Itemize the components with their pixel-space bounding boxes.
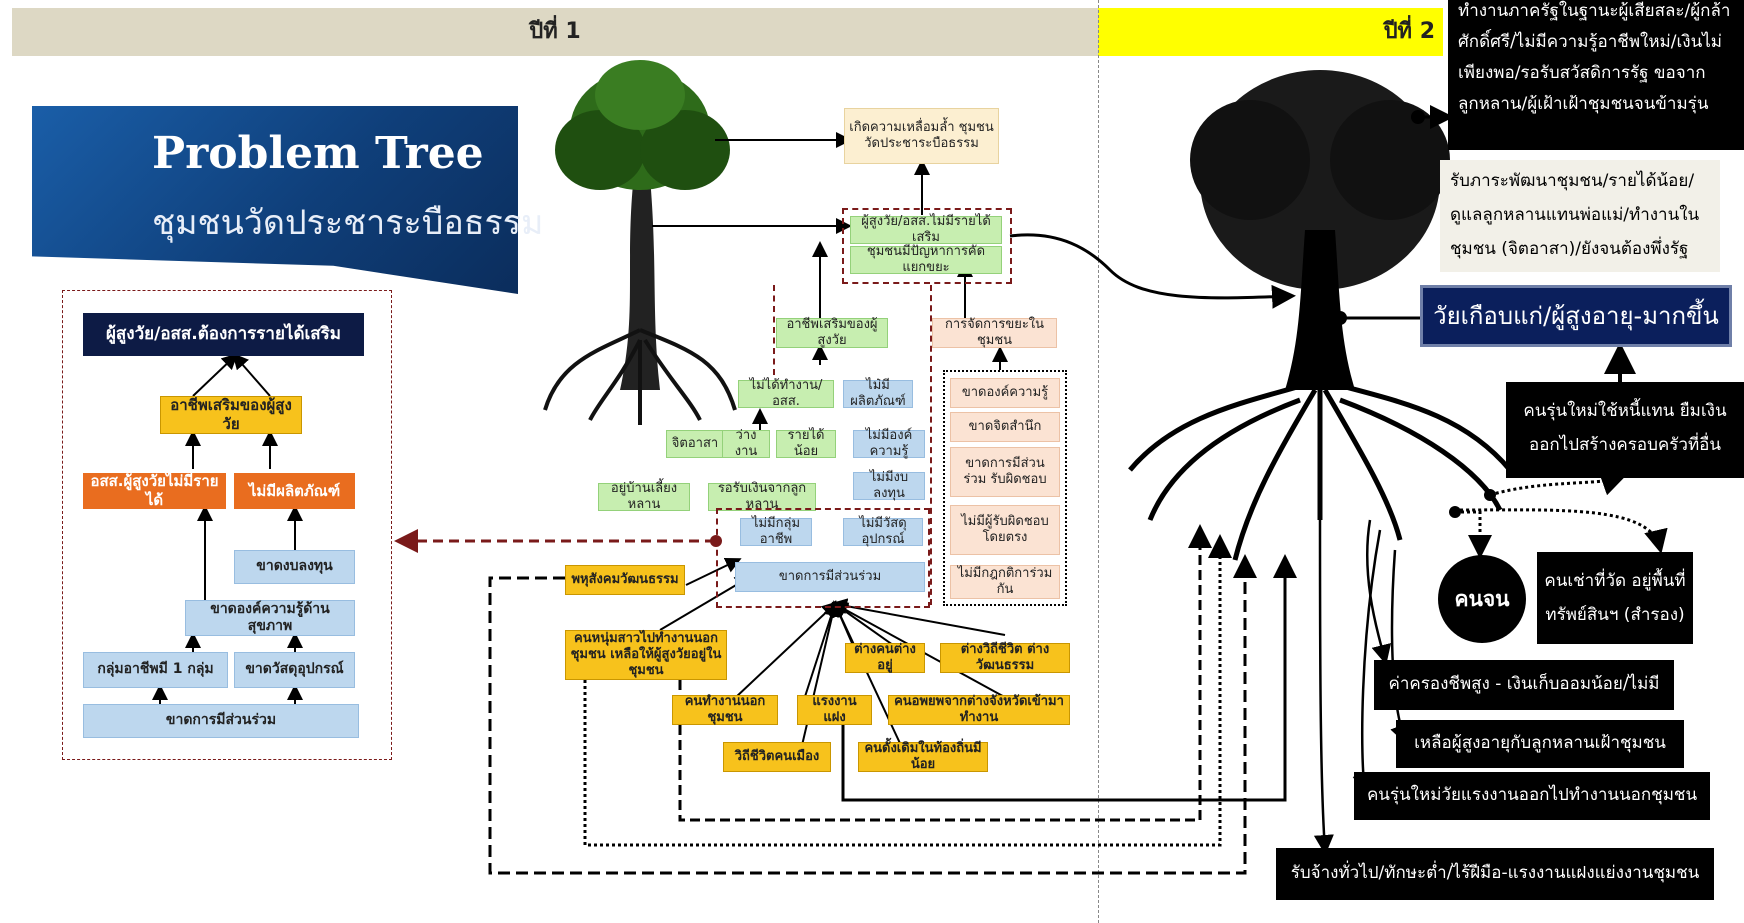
pride-line-4: ลูกหลาน/ผู้เฝ้าเฝ้าชุมชนจนข้ามรุ่น — [1458, 94, 1709, 114]
pride-issues-box: ทำงานภาครัฐในฐานะผู้เสียสละ/ผู้กล้า ศักด… — [1448, 0, 1744, 150]
year-divider — [1098, 0, 1099, 923]
no-rules-box: ไม่มีกฎกติการ่วมกัน — [950, 565, 1060, 599]
inequality-box: เกิดความเหลื่อมล้ำ ชุมชนวัดประชาระบือธรร… — [844, 108, 999, 164]
outsiders-box: ต่างคนต่างอยู่ — [845, 642, 925, 673]
aging-box: วัยเกือบแก่/ผู้สูงอายุ-มากขึ้น — [1420, 285, 1732, 347]
labor-compete-box: แรงงานแฝง — [797, 694, 872, 725]
cause-frame — [716, 508, 930, 608]
renters-line-2: ทรัพย์สินฯ (สำรอง) — [1545, 605, 1685, 625]
no-income-box: อสส.ผู้สูงวัยไม่มีรายได้ — [83, 472, 226, 509]
burden-line-2: ดูแลลูกหลานแทนพ่อแม่/ทำงานใน — [1450, 205, 1700, 225]
elderly-no-income-box: ผู้สูงวัย/อสส.ไม่มีรายได้เสริม — [850, 214, 1002, 245]
no-equipment-box: ขาดวัสดุอุปกรณ์ — [234, 652, 355, 688]
one-career-group-box: กลุ่มอาชีพมี 1 กลุ่ม — [83, 652, 228, 688]
tree-right-icon — [1128, 70, 1512, 561]
no-direct-owner-box: ไม่มีผู้รับผิดชอบ โดยตรง — [950, 505, 1060, 555]
no-product-box: ไม่มีผลิตภัณฑ์ — [843, 378, 913, 409]
diagram-title: Problem Tree — [152, 128, 484, 179]
tree-left-icon — [543, 60, 737, 425]
no-funds-box: ไม่มีงบลงทุน — [853, 470, 925, 501]
general-labor-box: รับจ้างทั่วไป/ทักษะต่ำ/ไร้ฝีมือ-แรงงานแฝ… — [1276, 848, 1714, 900]
young-debt-box: คนรุ่นใหม่ใช้หนี้แทน ยืมเงิน ออกไปสร้างค… — [1506, 382, 1744, 478]
waste-cause-frame — [943, 370, 1067, 606]
waste-management-box: การจัดการขยะในชุมชน — [932, 317, 1057, 348]
stay-home-box: อยู่บ้านเลี้ยงหลาน — [598, 481, 690, 512]
not-working-box: ไม่ได้ทำงาน/อสส. — [738, 378, 834, 409]
renters-line-1: คนเช่าที่วัด อยู่พื้นที่ — [1544, 571, 1686, 591]
no-career-group-box: ไม่มีกลุ่มอาชีพ — [740, 516, 812, 547]
left-panel-frame — [62, 290, 392, 760]
volunteer-box: จิตอาสา — [666, 430, 724, 458]
high-cost-box: ค่าครองชีพสูง - เงินเก็บออมน้อย/ไม่มี — [1374, 660, 1674, 710]
no-material-box: ไม่มีวัสดุอุปกรณ์ — [843, 516, 923, 547]
lack-participation-box: ขาดการมีส่วนร่วม — [735, 562, 925, 592]
no-capital-box: ขาดงบลงทุน — [234, 550, 355, 584]
work-outside-box: คนทำงานนอกชุมชน — [672, 694, 778, 725]
wait-money-box: รอรับเงินจากลูกหลาน — [708, 481, 816, 512]
no-products-box: ไม่มีผลิตภัณฑ์ — [234, 473, 355, 509]
different-lifestyle-box: ต่างวิถีชีวิต ต่างวัฒนธรรม — [940, 642, 1070, 673]
migrants-box: คนอพยพจากต่างจังหวัดเข้ามาทำงาน — [888, 694, 1070, 725]
year-2-header: ปีที่ 2 — [1098, 8, 1443, 56]
young-debt-line-2: ออกไปสร้างครอบครัวที่อื่น — [1529, 435, 1721, 455]
frame-line-b — [930, 285, 932, 605]
elderly-left-box: เหลือผู้สูงอายุกับลูกหลานเฝ้าชุมชน — [1396, 720, 1684, 768]
pride-line-3: เพียงพอ/รอรับสวัสดิการรัฐ ขอจาก — [1458, 63, 1706, 83]
diverse-culture-box: พหุสังคมวัฒนธรรม — [565, 565, 685, 595]
poor-circle: คนจน — [1438, 555, 1526, 643]
need-extra-income-box: ผู้สูงวัย/อสส.ต้องการรายได้เสริม — [83, 313, 364, 356]
young-debt-line-1: คนรุ่นใหม่ใช้หนี้แทน ยืมเงิน — [1523, 401, 1727, 421]
elderly-occupation-box: อาชีพเสริมของผู้สูงวัย — [776, 317, 888, 348]
youth-outside-box: คนรุ่นใหม่วัยแรงงานออกไปทำงานนอกชุมชน — [1354, 772, 1710, 820]
unemployed-box: ว่างงาน — [722, 428, 770, 459]
youth-leave-box: คนหนุ่มสาวไปทำงานนอกชุมชน เหลือให้ผู้สูง… — [565, 630, 727, 680]
core-problem-frame — [842, 208, 1012, 284]
urban-life-box: วิถีชีวิตคนเมือง — [723, 742, 831, 772]
pride-line-1: ทำงานภาครัฐในฐานะผู้เสียสละ/ผู้กล้า — [1458, 1, 1731, 21]
frame-line-a — [773, 285, 775, 375]
waste-problem-box: ชุมชนมีปัญหาการคัดแยกขยะ — [850, 244, 1002, 275]
no-participation-box: ขาดการมีส่วนร่วม — [83, 704, 359, 738]
year-1-header: ปีที่ 1 — [12, 8, 1098, 56]
no-health-knowledge-box: ขาดองค์ความรู้ด้านสุขภาพ — [185, 600, 355, 636]
low-income-box: รายได้น้อย — [776, 428, 836, 459]
burden-line-3: ชุมชน (จิตอาสา)/ยังจนต้องพึ่งรัฐ — [1450, 239, 1689, 259]
occupation-box: อาชีพเสริมของผู้สูงวัย — [160, 396, 302, 434]
burden-box: รับภาระพัฒนาชุมชน/รายได้น้อย/ ดูแลลูกหลา… — [1440, 160, 1720, 272]
lack-knowledge-box: ขาดองค์ความรู้ — [950, 378, 1060, 408]
lack-responsibility-box: ขาดการมีส่วนร่วม รับผิดชอบ — [950, 447, 1060, 497]
pride-line-2: ศักดิ์ศรี/ไม่มีความรู้อาชีพใหม่/เงินไม่ — [1458, 32, 1722, 52]
no-knowledge-box: ไม่มีองค์ความรู้ — [853, 428, 925, 459]
renters-box: คนเช่าที่วัด อยู่พื้นที่ ทรัพย์สินฯ (สำร… — [1537, 552, 1693, 644]
few-locals-box: คนดั้งเดิมในท้องถิ่นมีน้อย — [858, 741, 988, 772]
burden-line-1: รับภาระพัฒนาชุมชน/รายได้น้อย/ — [1450, 171, 1695, 191]
diagram-subtitle: ชุมชนวัดประชาระบือธรรม — [152, 203, 544, 243]
lack-awareness-box: ขาดจิตสำนึก — [950, 412, 1060, 442]
